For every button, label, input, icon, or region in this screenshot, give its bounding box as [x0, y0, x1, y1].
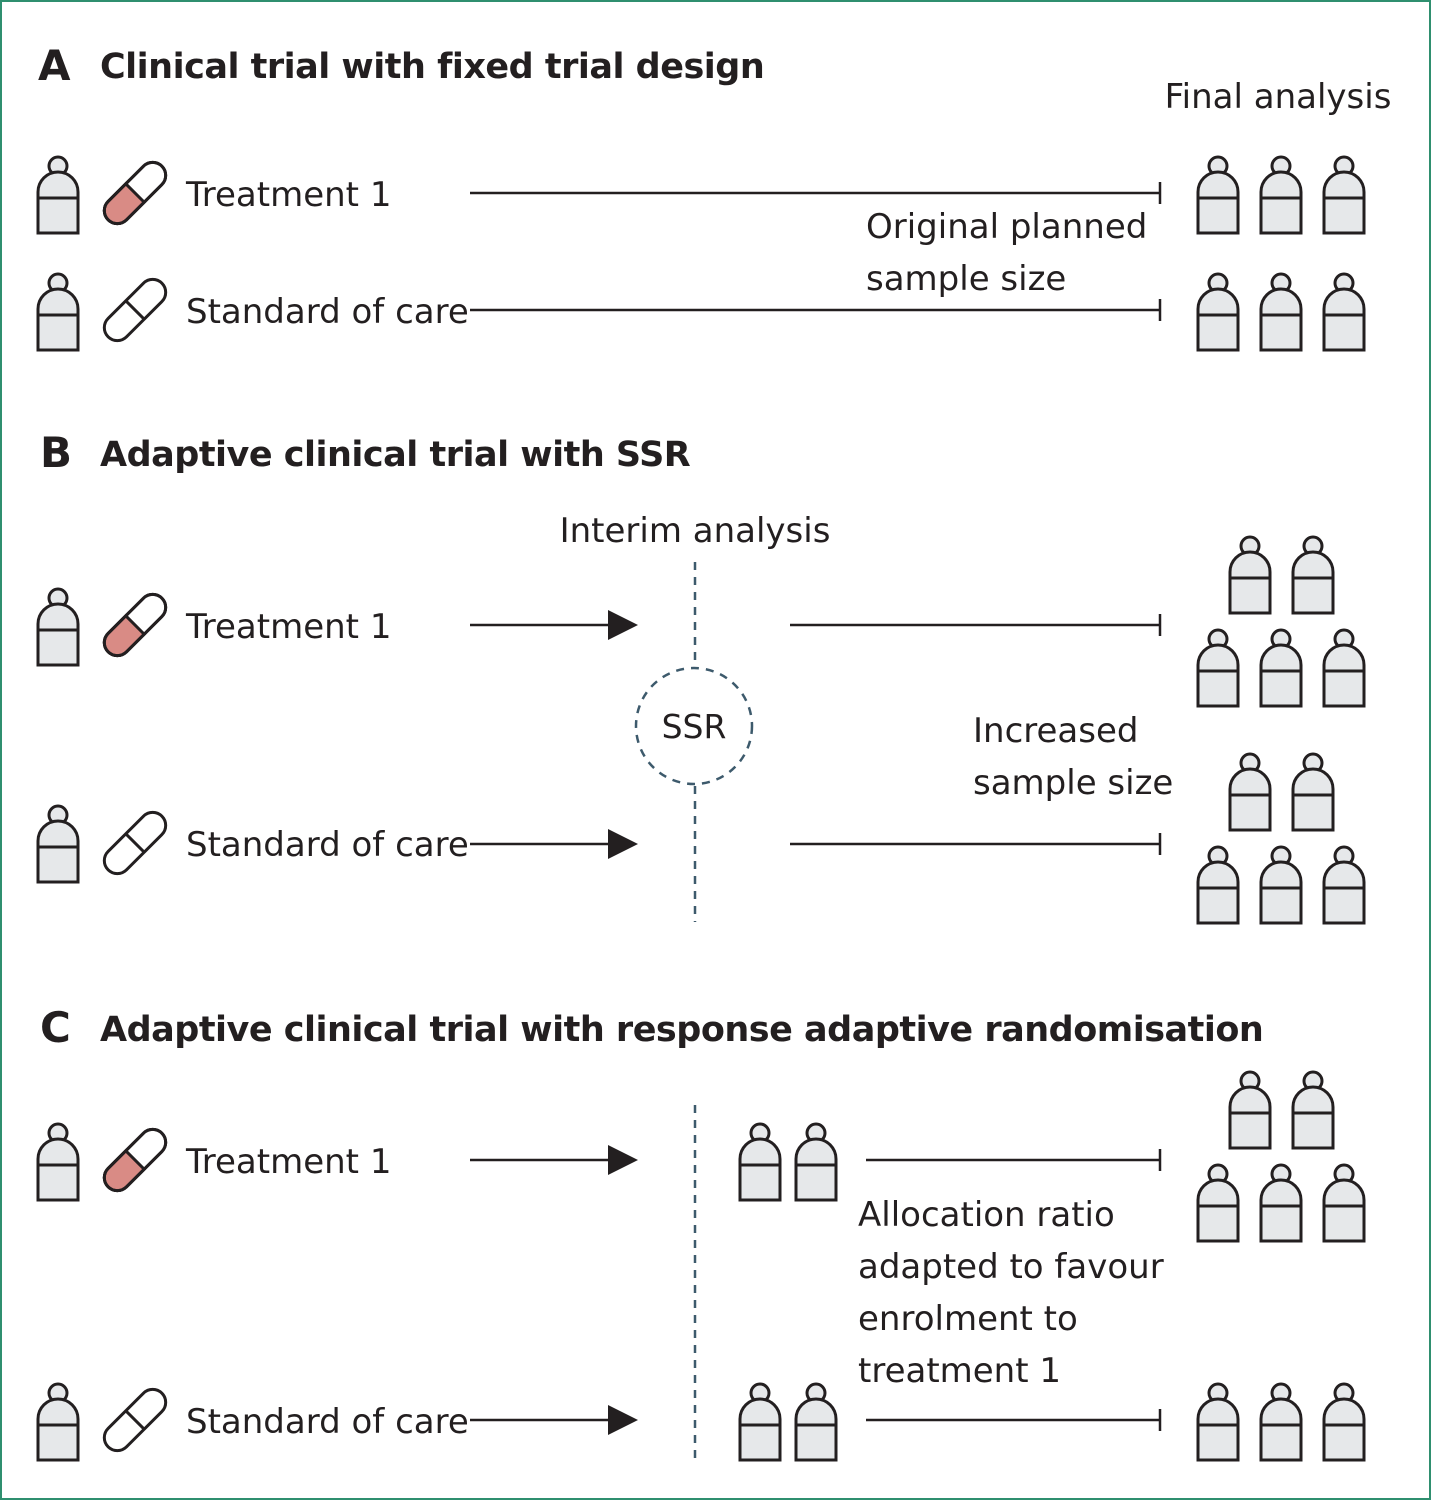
person-icon: [1322, 845, 1366, 925]
person-icon: [36, 272, 80, 352]
person-icon: [1196, 628, 1240, 708]
person-icon: [1259, 272, 1303, 352]
pill-treatment-icon: [97, 587, 173, 663]
pill-control-icon: [97, 272, 173, 348]
panel-a-letter: A: [38, 41, 71, 90]
arrowhead: [608, 829, 638, 859]
person-icon: [738, 1382, 782, 1462]
person-icon: [1322, 1163, 1366, 1243]
panel-b-note-line2: sample size: [973, 763, 1173, 803]
panel-a-note-line1: Original planned: [866, 207, 1147, 247]
person-icon: [36, 1382, 80, 1462]
person-icon: [1259, 1382, 1303, 1462]
panel-b-treatment-label: Treatment 1: [185, 607, 391, 647]
panel-c: C Adaptive clinical trial with response …: [36, 1003, 1366, 1462]
arrowhead: [608, 1145, 638, 1175]
panel-c-note-line1: Allocation ratio: [858, 1195, 1115, 1235]
pill-control-icon: [97, 1382, 173, 1458]
panel-c-title: Adaptive clinical trial with response ad…: [100, 1010, 1263, 1050]
person-icon: [1259, 1163, 1303, 1243]
panel-c-note-line4: treatment 1: [858, 1351, 1061, 1391]
panel-c-letter: C: [40, 1003, 71, 1052]
person-icon: [1228, 535, 1272, 615]
person-icon: [1196, 1382, 1240, 1462]
panel-b-title: Adaptive clinical trial with SSR: [100, 435, 691, 475]
person-icon: [1228, 1070, 1272, 1150]
panel-c-note-line3: enrolment to: [858, 1299, 1078, 1339]
person-icon: [36, 155, 80, 235]
person-icon: [1259, 628, 1303, 708]
person-icon: [794, 1382, 838, 1462]
panel-b: B Adaptive clinical trial with SSR Inter…: [36, 428, 1366, 925]
pill-treatment-icon: [97, 155, 173, 231]
person-icon: [1196, 155, 1240, 235]
person-icon: [1259, 155, 1303, 235]
panel-b-letter: B: [40, 428, 72, 477]
person-icon: [1322, 628, 1366, 708]
person-icon: [36, 1122, 80, 1202]
person-icon: [1196, 1163, 1240, 1243]
pill-control-icon: [97, 805, 173, 881]
panel-b-control-label: Standard of care: [186, 825, 469, 865]
panel-a-treatment-label: Treatment 1: [185, 175, 391, 215]
ssr-circle: [634, 666, 754, 786]
ssr-label: SSR: [662, 707, 727, 746]
panel-c-control-label: Standard of care: [186, 1402, 469, 1442]
person-icon: [1322, 155, 1366, 235]
person-icon: [1291, 752, 1335, 832]
panel-c-treatment-label: Treatment 1: [185, 1142, 391, 1182]
panel-a-title: Clinical trial with fixed trial design: [100, 47, 764, 87]
pill-treatment-icon: [97, 1122, 173, 1198]
person-icon: [794, 1122, 838, 1202]
person-icon: [1322, 272, 1366, 352]
person-icon: [1196, 272, 1240, 352]
arrowhead: [608, 610, 638, 640]
arrowhead: [608, 1405, 638, 1435]
person-icon: [36, 804, 80, 884]
person-icon: [1291, 535, 1335, 615]
person-icon: [1259, 845, 1303, 925]
final-analysis-label: Final analysis: [1165, 77, 1392, 117]
person-icon: [36, 587, 80, 667]
person-icon: [1322, 1382, 1366, 1462]
panel-a: A Clinical trial with fixed trial design…: [36, 41, 1392, 352]
panel-a-control-label: Standard of care: [186, 292, 469, 332]
interim-analysis-label: Interim analysis: [560, 511, 831, 551]
panel-c-note-line2: adapted to favour: [858, 1247, 1164, 1287]
person-icon: [1196, 845, 1240, 925]
person-icon: [1291, 1070, 1335, 1150]
panel-a-note-line2: sample size: [866, 259, 1066, 299]
person-icon: [738, 1122, 782, 1202]
panel-b-note-line1: Increased: [973, 711, 1138, 751]
person-icon: [1228, 752, 1272, 832]
